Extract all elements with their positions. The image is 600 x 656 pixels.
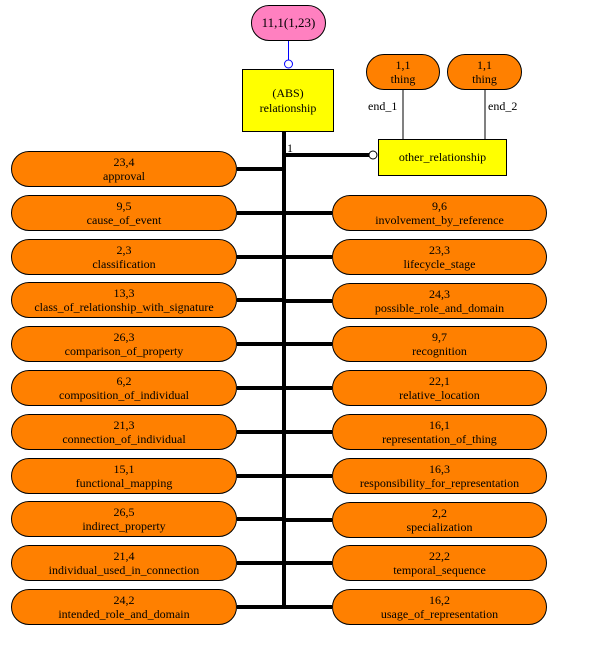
end-2-id: 1,1 bbox=[477, 58, 492, 72]
end-2-thing[interactable]: 1,1 thing bbox=[447, 54, 522, 90]
subtype-id: 24,3 bbox=[429, 287, 450, 301]
subtype-name: composition_of_individual bbox=[59, 388, 189, 402]
subtype-name: individual_used_in_connection bbox=[48, 563, 200, 577]
subtype-id: 16,2 bbox=[429, 593, 450, 607]
subtype-name: class_of_relationship_with_signature bbox=[34, 300, 214, 314]
trunk-cardinality: 1 bbox=[287, 141, 293, 155]
subtype-name: responsibility_for_representation bbox=[359, 476, 520, 490]
top-node[interactable]: 11,1(1,23) bbox=[251, 5, 326, 41]
main-entity-name: relationship bbox=[259, 100, 317, 115]
top-node-label: 11,1(1,23) bbox=[261, 15, 316, 30]
end-2-role: end_2 bbox=[488, 99, 518, 113]
subtype-name: usage_of_representation bbox=[380, 607, 499, 621]
subtype-name: intended_role_and_domain bbox=[58, 607, 190, 621]
subtype-id: 23,4 bbox=[113, 155, 135, 169]
end-1-role: end_1 bbox=[368, 99, 398, 113]
subtype-id: 21,3 bbox=[113, 418, 135, 432]
subtype-id: 26,5 bbox=[113, 505, 135, 519]
subtype-name: connection_of_individual bbox=[62, 432, 186, 446]
subtype-id: 15,1 bbox=[113, 462, 135, 476]
main-entity-box[interactable]: (ABS) relationship bbox=[242, 69, 334, 132]
top-link-circle bbox=[284, 59, 293, 69]
subtype-id: 9,6 bbox=[432, 199, 447, 213]
subtype-name: involvement_by_reference bbox=[375, 213, 504, 227]
subtype-id: 2,2 bbox=[432, 506, 447, 520]
other-relationship-box[interactable]: other_relationship bbox=[378, 139, 507, 176]
subtype-id: 23,3 bbox=[429, 243, 450, 257]
main-entity-abs: (ABS) bbox=[272, 85, 304, 100]
other-relationship-label: other_relationship bbox=[398, 150, 487, 164]
subtype-id: 22,1 bbox=[429, 374, 450, 388]
other-relationship-circle bbox=[368, 150, 378, 160]
subtype-id: 26,3 bbox=[113, 330, 135, 344]
subtype-name: approval bbox=[103, 169, 145, 183]
subtype-id: 6,2 bbox=[116, 374, 132, 388]
subtype-name: representation_of_thing bbox=[382, 432, 497, 446]
end-1-name: thing bbox=[390, 72, 416, 86]
subtype-name: relative_location bbox=[399, 388, 480, 402]
subtype-name: functional_mapping bbox=[75, 476, 173, 490]
end-2-name: thing bbox=[472, 72, 497, 86]
subtype-id: 9,7 bbox=[432, 330, 447, 344]
subtype-name: temporal_sequence bbox=[393, 563, 486, 577]
subtype-id: 21,4 bbox=[113, 549, 135, 563]
subtype-name: indirect_property bbox=[82, 519, 166, 533]
subtype-name: cause_of_event bbox=[86, 213, 162, 227]
subtype-id: 16,3 bbox=[429, 462, 450, 476]
subtype-id: 24,2 bbox=[113, 593, 135, 607]
subtype-id: 13,3 bbox=[113, 286, 135, 300]
end-1-id: 1,1 bbox=[395, 58, 411, 72]
subtype-name: specialization bbox=[406, 520, 473, 534]
subtype-name: lifecycle_stage bbox=[403, 257, 476, 271]
subtype-name: classification bbox=[92, 257, 156, 271]
end-1-thing[interactable]: 1,1 thing bbox=[366, 54, 440, 90]
subtype-id: 9,5 bbox=[116, 199, 132, 213]
subtype-id: 16,1 bbox=[429, 418, 450, 432]
subtype-id: 2,3 bbox=[116, 243, 132, 257]
subtype-id: 22,2 bbox=[429, 549, 450, 563]
subtype-name: possible_role_and_domain bbox=[374, 301, 505, 315]
subtype-name: comparison_of_property bbox=[64, 344, 184, 358]
subtype-name: recognition bbox=[412, 344, 467, 358]
